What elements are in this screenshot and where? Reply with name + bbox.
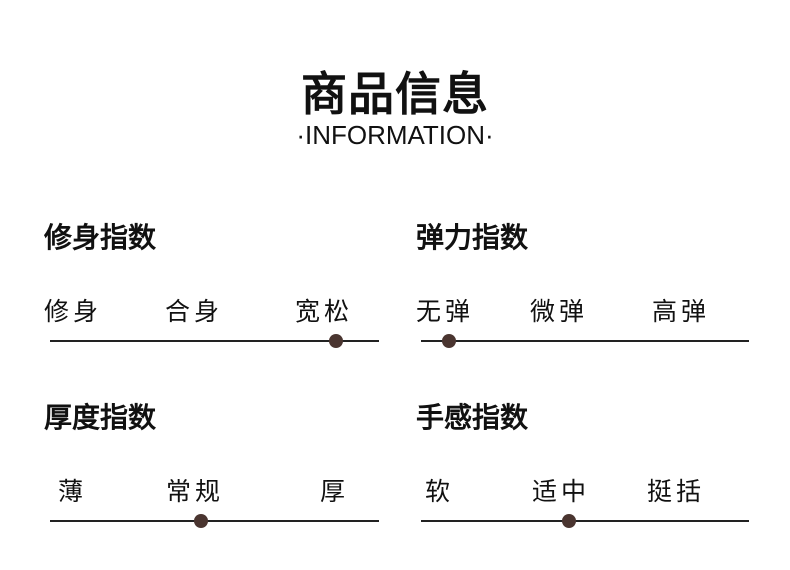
fit-scale-line [50,340,379,342]
elasticity-level-marker [441,334,456,348]
handfeel-label-stiff: 挺括 [647,477,706,506]
fit-index-heading: 修身指数 [44,221,157,254]
elasticity-label-high: 高弹 [652,297,711,326]
fit-label-regular: 合身 [165,297,224,326]
elasticity-index-heading: 弹力指数 [416,221,529,254]
thickness-scale-line [50,520,379,522]
elasticity-scale-line [421,340,749,342]
handfeel-level-marker [561,514,576,528]
fit-label-loose: 宽松 [295,297,354,326]
handfeel-label-medium: 适中 [532,477,591,506]
handfeel-scale-line [421,520,749,522]
thickness-label-regular: 常规 [166,477,225,506]
thickness-label-thin: 薄 [58,477,88,506]
handfeel-index-heading: 手感指数 [416,401,529,434]
page-subtitle: ·INFORMATION· [296,120,494,150]
elasticity-label-slight: 微弹 [530,297,589,326]
fit-label-slim: 修身 [44,297,103,326]
thickness-level-marker [194,514,209,528]
thickness-label-thick: 厚 [320,477,350,506]
page-title: 商品信息 [301,67,489,121]
elasticity-label-none: 无弹 [416,297,475,326]
fit-level-marker [329,334,344,348]
thickness-index-heading: 厚度指数 [44,401,157,434]
handfeel-label-soft: 软 [425,477,455,506]
